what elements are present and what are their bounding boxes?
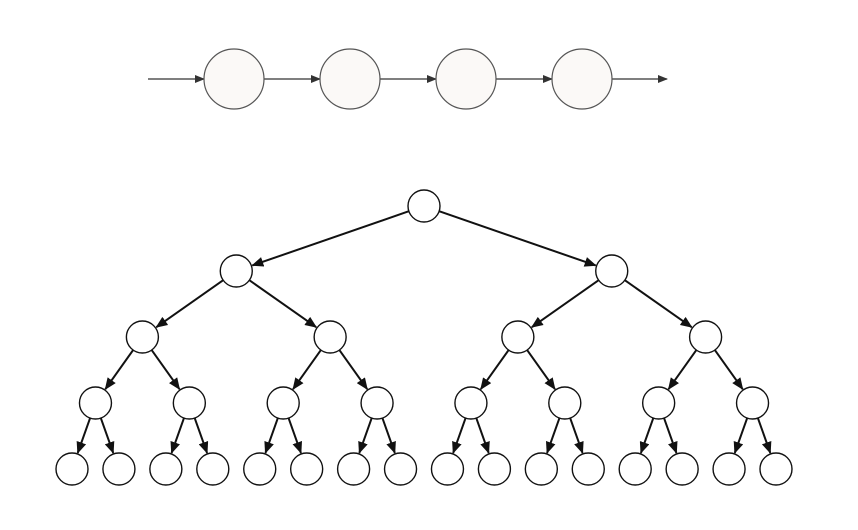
- tree-edge-arrow: [624, 279, 693, 329]
- tree-edge-arrow: [358, 417, 373, 454]
- tree-leaf-node: [243, 452, 277, 486]
- tree-leaf-node: [289, 452, 324, 486]
- tree-edge-arrow: [170, 417, 185, 454]
- tree-edge-arrow: [155, 279, 224, 329]
- tree-edge-arrow: [287, 417, 302, 454]
- tree-leaf-node: [383, 452, 418, 486]
- tree-leaf-node: [149, 452, 183, 486]
- tree-edge-arrow: [338, 349, 369, 390]
- tree-node: [595, 254, 629, 288]
- tree-edge-arrow: [526, 349, 556, 390]
- tree-leaf-node: [524, 452, 559, 486]
- tree-edge-arrow: [639, 417, 655, 454]
- tree-leaf-node: [477, 452, 512, 486]
- tree-edge-arrow: [667, 349, 698, 390]
- chain-node: [435, 48, 497, 110]
- tree-node: [125, 320, 160, 354]
- tree-edge-arrow: [264, 417, 279, 454]
- tree-edge-arrow: [292, 349, 322, 390]
- tree-edge-arrow: [251, 210, 410, 267]
- tree-leaf-node: [102, 452, 136, 486]
- tree-leaf-node: [618, 452, 652, 486]
- tree-leaf-node: [55, 452, 89, 486]
- tree-edge-arrow: [756, 417, 772, 454]
- tree-leaf-node: [712, 452, 746, 486]
- tree-edge-arrow: [381, 417, 396, 454]
- tree-node: [688, 320, 723, 354]
- tree-edge-arrow: [546, 417, 561, 454]
- tree-edges: [76, 210, 772, 454]
- tree-leaf-node: [196, 452, 230, 486]
- tree-node: [78, 386, 113, 420]
- tree-leaf-node: [759, 452, 793, 486]
- tree-edge-arrow: [104, 349, 134, 390]
- tree-node: [641, 386, 676, 420]
- tree-edge-arrow: [475, 417, 490, 454]
- tree-node: [454, 386, 488, 420]
- tree-edge-arrow: [663, 417, 678, 454]
- tree-edge-arrow: [733, 417, 749, 454]
- tree-leaf-node: [571, 452, 605, 486]
- tree-edge-arrow: [150, 349, 181, 390]
- tree-edge-arrow: [438, 210, 597, 267]
- chain-node: [319, 48, 381, 110]
- tree-node: [735, 386, 770, 420]
- tree-leaf-node: [336, 452, 371, 486]
- tree-node: [313, 320, 347, 354]
- tree-node: [548, 386, 582, 420]
- tree-leaf-node: [430, 452, 465, 486]
- tree-edge-arrow: [714, 349, 744, 390]
- tree-nodes: [55, 189, 793, 486]
- tree-edge-arrow: [248, 279, 318, 329]
- chain-node: [551, 48, 613, 110]
- tree-edge-arrow: [479, 349, 510, 390]
- tree-node: [266, 386, 300, 420]
- chain-node: [203, 48, 265, 110]
- tree-edge-arrow: [76, 417, 92, 454]
- tree-node: [219, 254, 253, 288]
- linked-chain: [148, 48, 668, 110]
- tree-edge-arrow: [569, 417, 584, 454]
- tree-edge-arrow: [99, 417, 115, 454]
- tree-node: [172, 386, 207, 420]
- tree-edge-arrow: [530, 279, 600, 329]
- tree-leaf-node: [665, 452, 699, 486]
- tree-node: [360, 386, 394, 420]
- tree-edge-arrow: [193, 417, 209, 454]
- tree-edge-arrow: [452, 417, 467, 454]
- tree-root-node: [407, 189, 441, 223]
- tree-node: [501, 320, 535, 354]
